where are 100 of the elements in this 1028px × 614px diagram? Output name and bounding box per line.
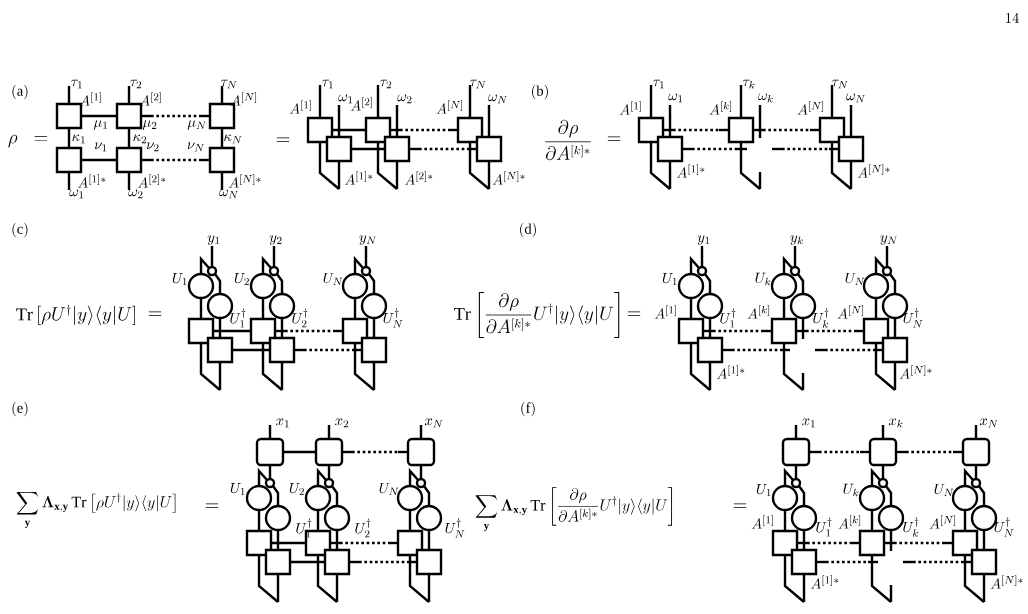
tensor-label: $A^{[N]*}$ <box>228 174 261 188</box>
tensor-label: $A^{[N]}$ <box>230 92 257 106</box>
operator-label: $U_1$ <box>172 272 187 286</box>
index-label: $\nu_N$ <box>187 142 204 152</box>
index-label: $\tau_N$ <box>469 79 486 89</box>
operator-label: $U_N^{\dagger}$ <box>383 308 403 328</box>
operator-label: $U_N^{\dagger}$ <box>445 518 465 538</box>
equation-side: $\mathrm{Tr}\left[\rho U^{\dagger}|y\rangle\langle y|U\right]$ <box>16 304 135 326</box>
operator-label: $U_1^{\dagger}$ <box>720 308 736 328</box>
tensor-label: $A^{[N]*}$ <box>492 171 525 185</box>
operator-label: $U_N^{\dagger}$ <box>994 517 1014 537</box>
equals-sign: $=$ <box>733 503 747 508</box>
equation-side: $\sum_{\mathbf{y}}\boldsymbol{\Lambda}_{\mathbf{x},\mathbf{y}}\,\mathrm{Tr}\left[\rho U^{\dagger}|y\rangle\langle y|U\right]$ <box>16 492 176 528</box>
operator-label: $U_2^{\dagger}$ <box>355 518 371 538</box>
equation-side: $\frac{\partial\rho}{\partial A^{[k]*}}$ <box>545 119 591 161</box>
tensor-label: $A^{[1]}$ <box>751 515 773 529</box>
operator-label: $U_N$ <box>845 272 865 286</box>
panel-label: $\mathrm{(a)}$ <box>12 84 28 100</box>
panel-label: $\mathrm{(c)}$ <box>12 222 28 238</box>
index-label: $y_2$ <box>269 235 282 245</box>
index-label: $\omega_1$ <box>338 94 353 104</box>
operator-label: $U_2^{\dagger}$ <box>292 308 308 328</box>
tensor-label: $A^{[k]}$ <box>747 305 770 319</box>
tensor-label: $A^{[N]}$ <box>436 100 463 114</box>
tensor-label: $A^{[1]*}$ <box>77 174 106 188</box>
index-label: $x_1$ <box>802 418 815 428</box>
operator-label: $U_1^{\dagger}$ <box>816 517 832 537</box>
index-label: $y_N$ <box>880 235 897 245</box>
index-label: $\kappa_2$ <box>133 134 147 144</box>
tensor-label: $A^{[N]}$ <box>797 101 824 115</box>
tensor-label: $A^{[2]*}$ <box>404 171 433 185</box>
index-label: $\nu_1$ <box>95 142 107 152</box>
tensor-label: $A^{[N]}$ <box>929 515 956 529</box>
equation-side: $\sum_{\mathbf{y}}\boldsymbol{\Lambda}_{\mathbf{x},\mathbf{y}}\,\mathrm{Tr}\left[\frac{\partial\rho}{\partial A^{[k]*}}U^{\dagger}|y\rangle\langle y|U\right]$ <box>475 487 672 532</box>
tensor-label: $A^{[2]*}$ <box>137 174 166 188</box>
index-label: $\omega_N$ <box>219 189 238 199</box>
panel-label: $\mathrm{(b)}$ <box>532 84 548 100</box>
index-label: $\tau_2$ <box>130 79 142 89</box>
index-label: $\tau_N$ <box>831 79 848 89</box>
equals-sign: $=$ <box>276 137 290 142</box>
index-label: $\kappa_1$ <box>72 134 85 144</box>
operator-label: $U_N^{\dagger}$ <box>903 308 923 328</box>
page-number: $14$ <box>1006 12 1019 23</box>
tensor-label: $A^{[1]}$ <box>619 101 641 115</box>
index-label: $\tau_1$ <box>71 79 82 89</box>
index-label: $\tau_2$ <box>380 79 392 89</box>
equation-side: $\rho\;\;=$ <box>8 134 48 148</box>
tensor-label: $A^{[k]}$ <box>838 515 861 529</box>
operator-label: $U_1$ <box>756 483 771 497</box>
index-label: $\omega_1$ <box>668 93 683 103</box>
operator-label: $U_1^{\dagger}$ <box>230 308 246 328</box>
index-label: $\omega_N$ <box>488 94 507 104</box>
operator-label: $U_N$ <box>379 482 399 496</box>
operator-label: $U_N$ <box>934 483 954 497</box>
tensor-label: $A^{[N]*}$ <box>857 164 890 178</box>
index-label: $\nu_2$ <box>147 142 159 152</box>
equals-sign: $=$ <box>627 311 641 316</box>
index-label: $\omega_2$ <box>128 189 143 199</box>
operator-label: $U_k^{\dagger}$ <box>813 308 829 328</box>
index-label: $y_k$ <box>790 235 803 245</box>
operator-label: $U_N$ <box>323 272 343 286</box>
operator-label: $U_k$ <box>843 483 859 497</box>
tensor-label: $A^{[1]*}$ <box>344 171 373 185</box>
tensor-label: $A^{[1]*}$ <box>716 365 745 379</box>
operator-label: $U_2$ <box>234 272 249 286</box>
index-label: $\tau_k$ <box>742 79 755 89</box>
index-label: $\tau_1$ <box>653 79 664 89</box>
index-label: $y_1$ <box>697 235 710 245</box>
index-label: $\mu_2$ <box>142 120 157 130</box>
tensor-label: $A^{[1]*}$ <box>676 164 705 178</box>
tensor-label: $A^{[1]}$ <box>79 92 101 106</box>
equation-side: $\mathrm{Tr}\left[\frac{\partial\rho}{\partial A^{[k]*}}U^{\dagger}|y\rangle\langle y|U\right]$ <box>454 291 620 339</box>
tensor-label: $A^{[1]}$ <box>654 305 676 319</box>
tensor-label: $A^{[1]}$ <box>289 100 311 114</box>
panel-label: $\mathrm{(f)}$ <box>521 401 535 417</box>
tensor-label: $A^{[N]*}$ <box>899 365 932 379</box>
tensor-label: $A^{[2]}$ <box>139 92 161 106</box>
tensor-label: $A^{[N]*}$ <box>990 575 1023 589</box>
index-label: $x_1$ <box>276 418 289 428</box>
operator-label: $U_k^{\dagger}$ <box>903 517 919 537</box>
index-label: $\tau_N$ <box>220 79 237 89</box>
index-label: $\omega_1$ <box>69 189 84 199</box>
index-label: $y_N$ <box>359 235 376 245</box>
equals-sign: $=$ <box>148 311 162 316</box>
panel-label: $\mathrm{(d)}$ <box>520 222 536 238</box>
index-label: $y_1$ <box>207 235 220 245</box>
index-label: $\omega_k$ <box>758 93 773 103</box>
index-label: $x_2$ <box>335 418 349 428</box>
equals-sign: $=$ <box>607 136 621 141</box>
index-label: $\omega_N$ <box>846 93 865 103</box>
equals-sign: $=$ <box>205 503 219 508</box>
operator-label: $U_2$ <box>289 482 304 496</box>
index-label: $x_N$ <box>424 418 443 428</box>
index-label: $\kappa_N$ <box>224 134 242 144</box>
tensor-label: $A^{[1]*}$ <box>810 575 839 589</box>
index-label: $x_N$ <box>979 418 998 428</box>
operator-label: $U_1$ <box>662 272 677 286</box>
operator-label: $U_k$ <box>755 272 771 286</box>
tensor-label: $A^{[N]}$ <box>837 305 864 319</box>
tensor-label: $A^{[k]}$ <box>709 101 732 115</box>
